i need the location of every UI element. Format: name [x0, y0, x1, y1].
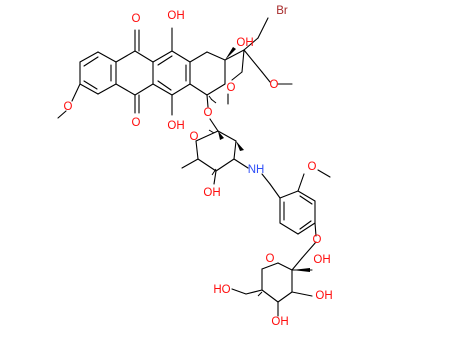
stereo-wedges [208, 47, 310, 297]
methoxy-oxygen-aromatic: O [64, 101, 73, 113]
bond-lines [57, 17, 331, 317]
glycosidic-oxygen: O [204, 107, 213, 119]
quinone-oxygen-bottom: O [132, 117, 141, 129]
glucose-hydroxyl-2: OH [315, 290, 332, 302]
hydroxyl-top: OH [167, 10, 184, 22]
atom-labels: O OH OH Br O OH O O O O O OH NH O O O OH… [64, 5, 333, 328]
glucose-hydroxyl-3: OH [271, 316, 288, 328]
quinone-oxygen-top: O [132, 13, 141, 25]
daunosamine-ring-oxygen: O [190, 131, 199, 143]
aryl-glycoside-oxygen: O [313, 234, 322, 246]
amine-nitrogen: NH [248, 164, 265, 176]
ketal-oxygen-2: O [270, 79, 279, 91]
glucose-hydroxyl-1: OH [313, 254, 330, 266]
bromine-atom: Br [276, 5, 288, 17]
hydroxyl-c9: OH [236, 37, 253, 49]
hydroxyl-middle: OH [167, 120, 184, 132]
daunosamine-hydroxyl: OH [203, 187, 220, 199]
glucose-hydroxymethyl: HO [213, 284, 230, 296]
methoxy-oxygen-benzyl: O [308, 161, 317, 173]
glucose-ring-oxygen: O [266, 253, 275, 265]
ketal-oxygen-1: O [227, 82, 236, 94]
